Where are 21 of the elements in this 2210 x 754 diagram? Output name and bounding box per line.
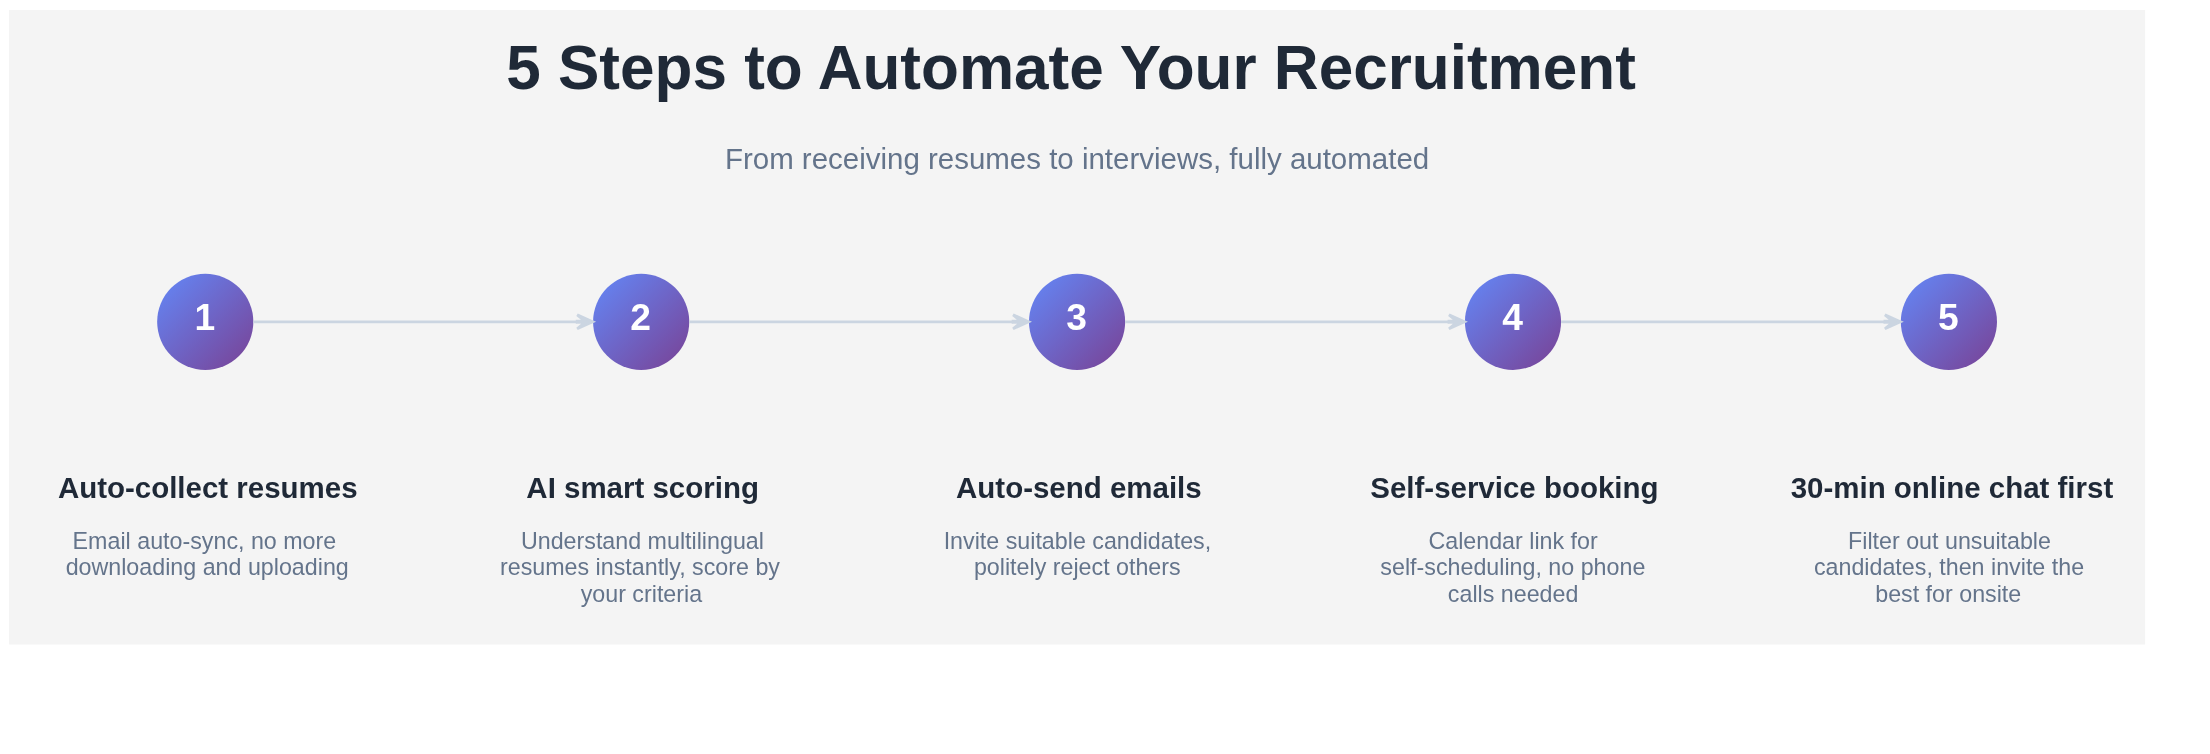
node-label: AI smart scoring bbox=[526, 470, 759, 504]
node-label: Understand multilingual resumes instantly, score by your criteria bbox=[500, 527, 780, 607]
node-circle: 5 bbox=[1900, 273, 1997, 370]
diagram-title: 5 Steps to Automate Your Recruitment bbox=[506, 32, 1636, 102]
arrow bbox=[689, 312, 1030, 330]
node-label: Auto-send emails bbox=[956, 470, 1202, 504]
arrow bbox=[1125, 312, 1466, 330]
arrow bbox=[1561, 312, 1902, 330]
node-label: Self-service booking bbox=[1370, 470, 1659, 504]
node-circle: 3 bbox=[1029, 273, 1126, 370]
node-label: Calendar link for self-scheduling, no phone calls needed bbox=[1380, 527, 1646, 607]
node-label: Invite suitable candidates, politely reject others bbox=[943, 527, 1212, 580]
node-label: Auto-collect resumes bbox=[57, 470, 358, 504]
node-label: 30-min online chat first bbox=[1790, 470, 2114, 504]
node-circle: 2 bbox=[593, 273, 690, 370]
node-circle: 1 bbox=[157, 273, 254, 370]
node-label: Email auto-sync, no more downloading and uploading bbox=[65, 527, 349, 580]
label: From receiving resumes to interviews, fully automated bbox=[724, 141, 1430, 175]
node-label: Filter out unsuitable candidates, then invite the best for onsite bbox=[1813, 527, 2085, 607]
arrow bbox=[253, 312, 595, 330]
node-circle: 4 bbox=[1464, 273, 1562, 370]
